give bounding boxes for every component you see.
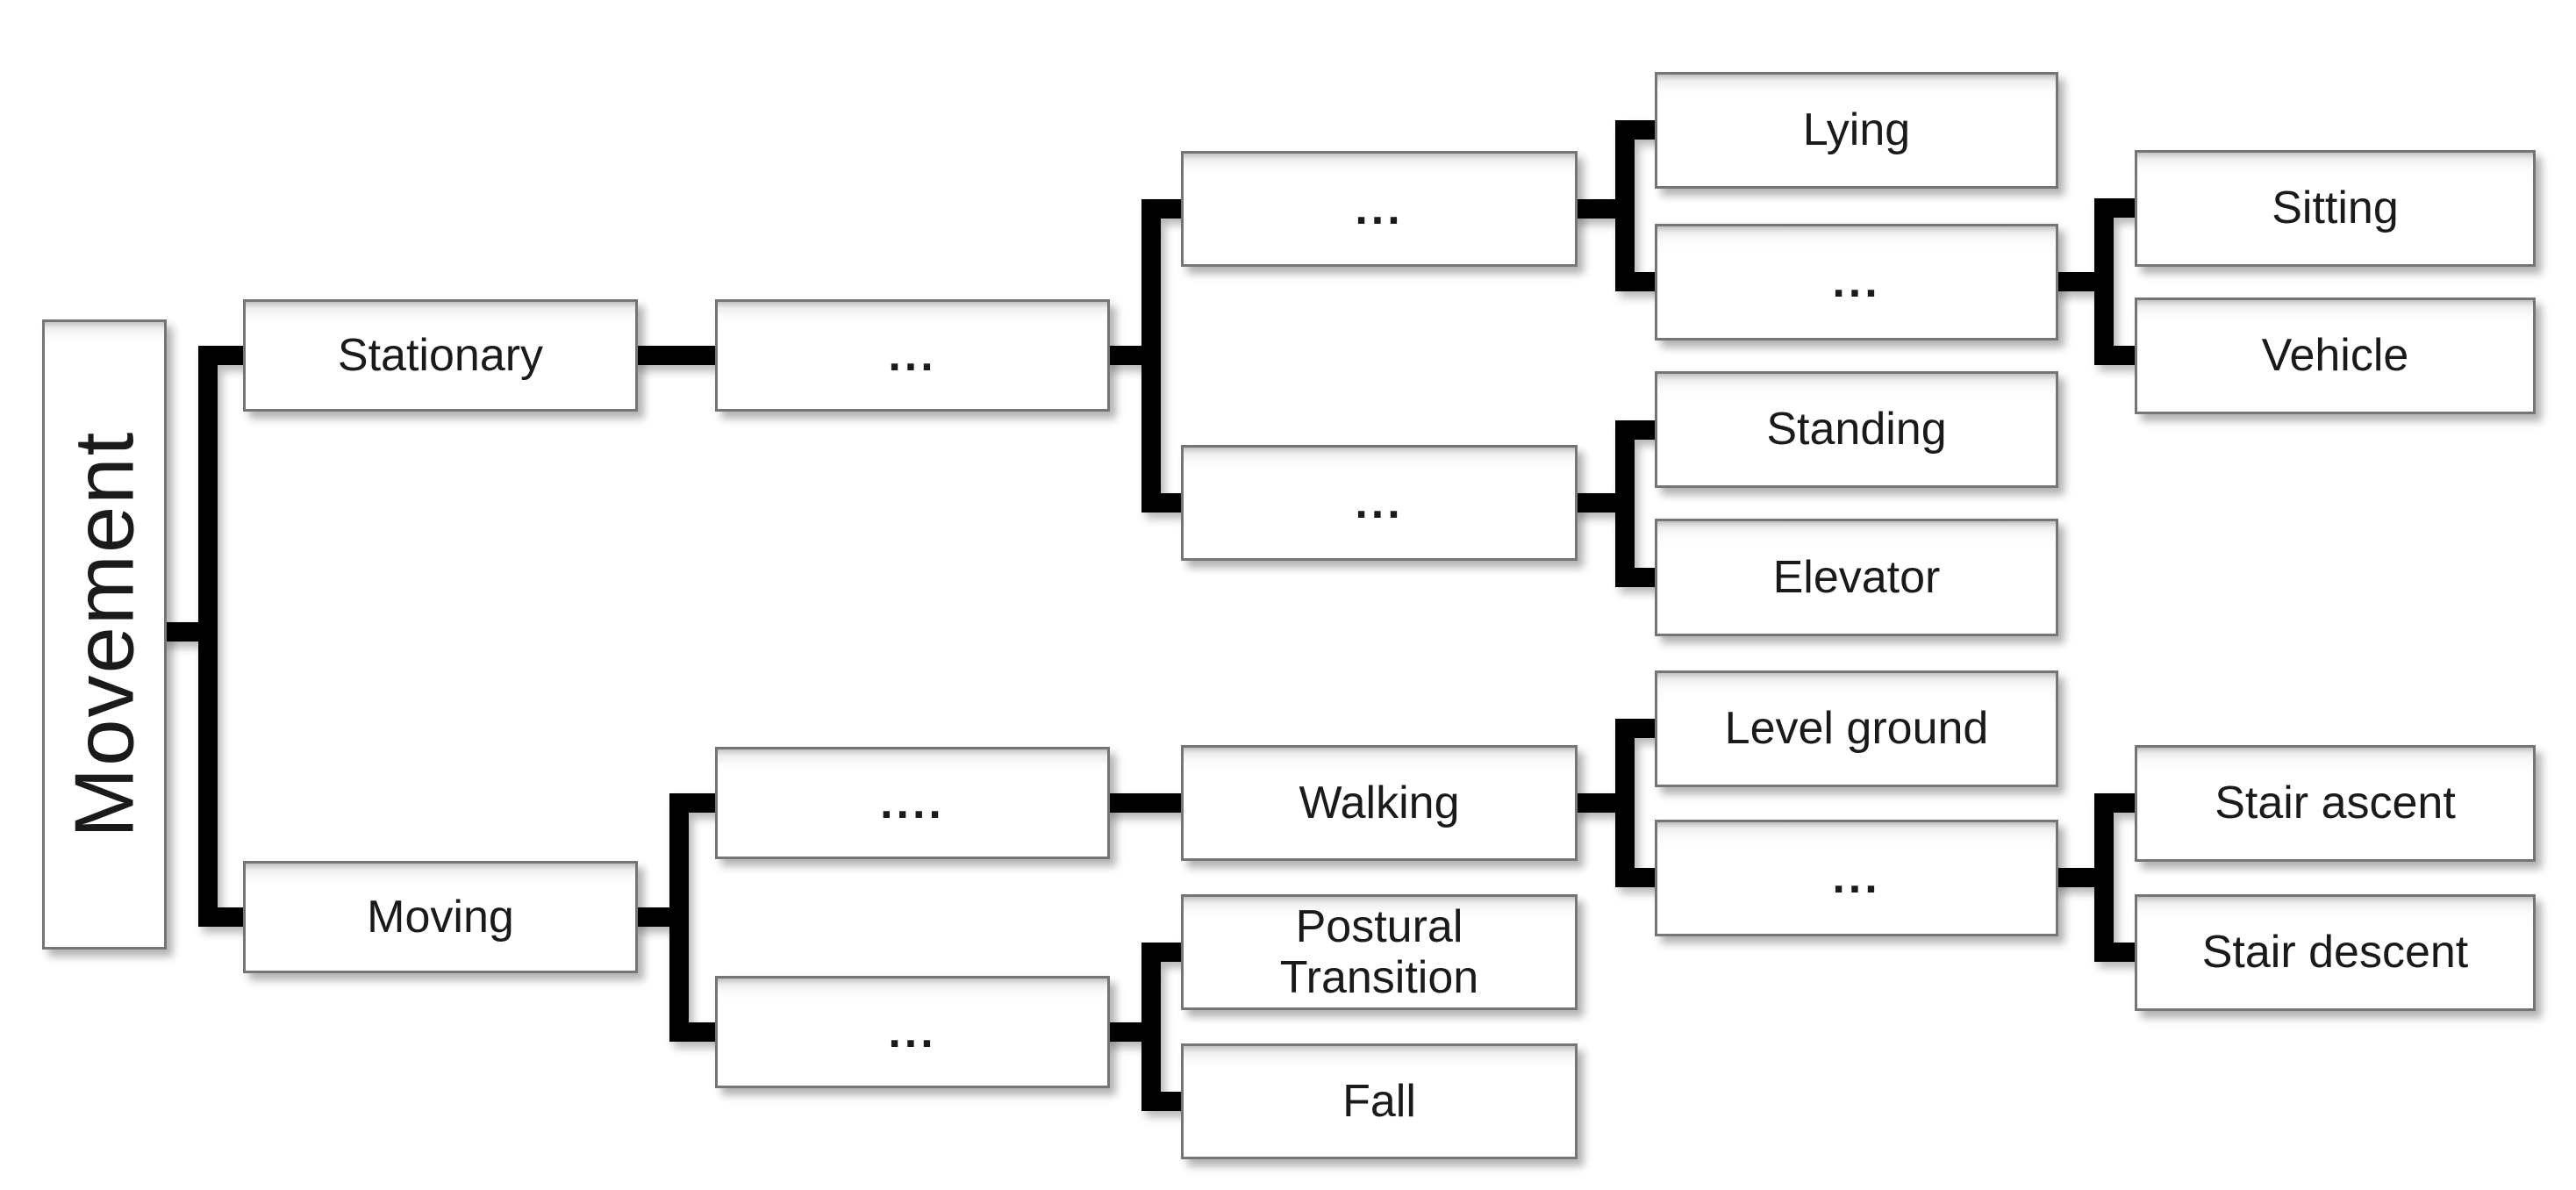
node-sitting-label: Sitting (2272, 183, 2399, 234)
node-movement-label: Movement (57, 430, 152, 839)
node-stationary-label: Stationary (337, 329, 544, 381)
node-stair-ascent-label: Stair ascent (2215, 778, 2456, 829)
node-movement: Movement (42, 319, 167, 950)
connector-subbottom-children (1572, 420, 1660, 587)
connector-lyingsibling-children (2053, 198, 2140, 365)
node-moving-sub-top: .... (715, 747, 1110, 859)
node-walking-sub-label: ... (1832, 852, 1881, 904)
node-stair-descent-label: Stair descent (2201, 927, 2469, 979)
node-moving-sub-top-label: .... (880, 777, 945, 828)
node-stair-descent: Stair descent (2135, 894, 2536, 1011)
node-stationary: Stationary (243, 299, 638, 412)
node-fall-label: Fall (1342, 1075, 1416, 1127)
node-walking-sub: ... (1655, 820, 2058, 936)
node-stationary-sub-bottom: ... (1181, 445, 1578, 561)
node-lying-label: Lying (1802, 104, 1911, 156)
node-moving-label: Moving (367, 891, 514, 943)
connector-subtop-children (1572, 120, 1660, 291)
node-walking: Walking (1181, 745, 1578, 861)
node-standing-label: Standing (1766, 404, 1947, 455)
node-elevator: Elevator (1655, 519, 2058, 636)
node-moving-sub-bottom-label: ... (888, 1006, 937, 1057)
node-walking-label: Walking (1299, 777, 1460, 828)
node-postural-transition-label: Postural Transition (1279, 900, 1479, 1003)
connector-walking-children (1572, 719, 1660, 887)
node-stationary-sub-label: ... (888, 329, 937, 381)
connector-moving-children (633, 793, 720, 1042)
node-stationary-sub-top-label: ... (1355, 183, 1404, 234)
node-elevator-label: Elevator (1772, 551, 1941, 603)
node-lying-sibling: ... (1655, 224, 2058, 341)
node-stationary-sub: ... (715, 299, 1110, 412)
node-vehicle: Vehicle (2135, 298, 2536, 414)
node-postural-transition: Postural Transition (1181, 894, 1578, 1010)
node-sitting: Sitting (2135, 150, 2536, 267)
connector-walkingsub-children (2053, 793, 2140, 962)
node-stationary-sub-bottom-label: ... (1355, 477, 1404, 528)
node-moving-sub-bottom: ... (715, 976, 1110, 1088)
connector-movingsubbottom-children (1105, 943, 1186, 1111)
node-standing: Standing (1655, 371, 2058, 488)
node-stair-ascent: Stair ascent (2135, 745, 2536, 862)
node-lying-sibling-label: ... (1832, 256, 1881, 308)
node-level-ground: Level ground (1655, 670, 2058, 787)
node-lying: Lying (1655, 72, 2058, 189)
node-level-ground-label: Level ground (1724, 703, 1989, 755)
node-stationary-sub-top: ... (1181, 151, 1578, 267)
node-fall: Fall (1181, 1043, 1578, 1159)
node-vehicle-label: Vehicle (2261, 330, 2409, 382)
node-moving: Moving (243, 861, 638, 973)
connector-stationarysub-children (1105, 199, 1186, 513)
connector-movement-children (161, 346, 248, 927)
